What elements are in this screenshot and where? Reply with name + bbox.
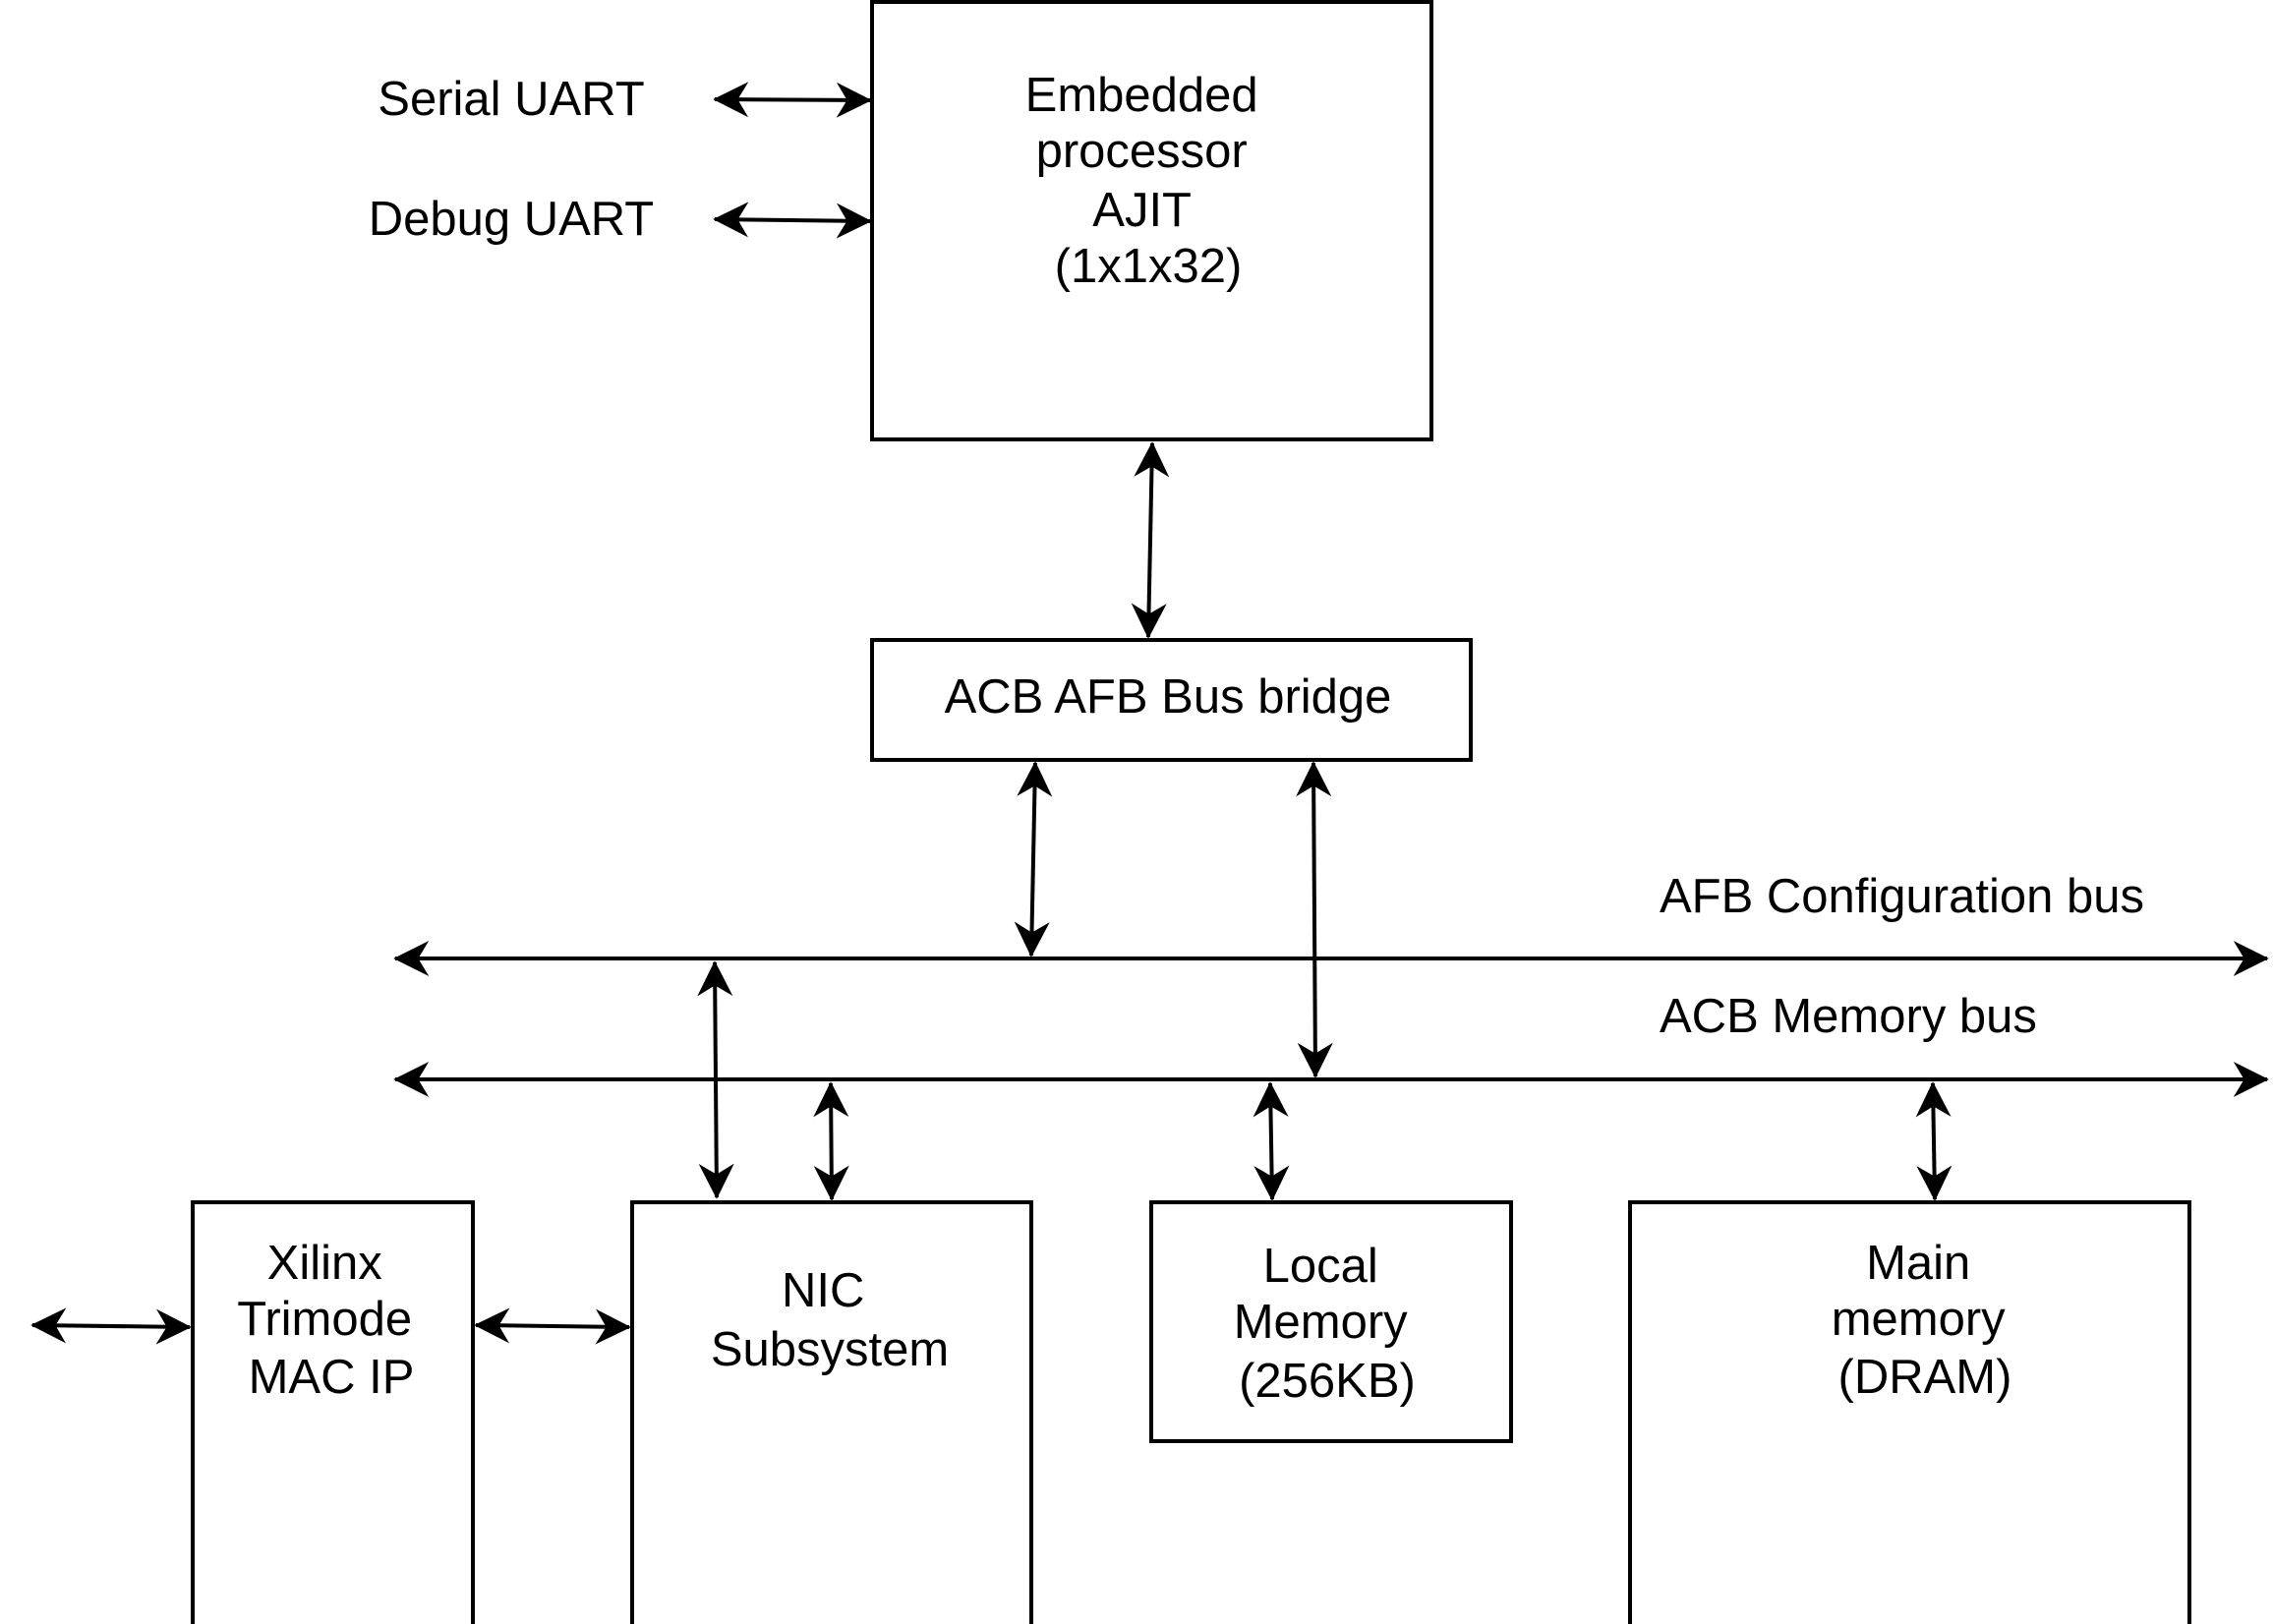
nic-config-bus-link xyxy=(697,960,734,1199)
serial-uart-link xyxy=(713,82,872,118)
serial-uart-label: Serial UART xyxy=(378,73,644,126)
bridge-label: ACB AFB Bus bridge xyxy=(945,670,1392,724)
mac-block xyxy=(191,1200,475,1624)
main-memory-bus-link xyxy=(1915,1081,1952,1201)
main-memory-block xyxy=(1628,1200,2191,1624)
local-memory-label: Local Memory (256KB) xyxy=(1234,1224,1422,1408)
mac-nic-link xyxy=(474,1307,631,1345)
bridge-block xyxy=(870,638,1473,762)
processor-block xyxy=(870,0,1433,441)
external-mac-link xyxy=(30,1307,192,1345)
acb-memory-bus-label: ACB Memory bus xyxy=(1660,990,2037,1043)
nic-block xyxy=(630,1200,1033,1624)
bridge-config-bus-link xyxy=(1014,761,1053,957)
bridge-memory-bus-link xyxy=(1296,761,1333,1078)
debug-uart-link xyxy=(713,202,872,239)
nic-label: NIC Subsystem xyxy=(711,1248,949,1376)
main-memory-label: Main memory (DRAM) xyxy=(1832,1221,2019,1404)
processor-bridge-link xyxy=(1131,441,1170,639)
debug-uart-label: Debug UART xyxy=(369,193,655,246)
mac-label: Xilinx Trimode MAC IP xyxy=(237,1221,426,1404)
nic-memory-bus-link xyxy=(813,1081,849,1201)
local-memory-bus-link xyxy=(1253,1081,1290,1201)
afb-configuration-bus-label: AFB Configuration bus xyxy=(1660,870,2144,923)
local-memory-block xyxy=(1149,1200,1513,1443)
processor-label: Embedded processor AJIT (1x1x32) xyxy=(1025,53,1272,293)
